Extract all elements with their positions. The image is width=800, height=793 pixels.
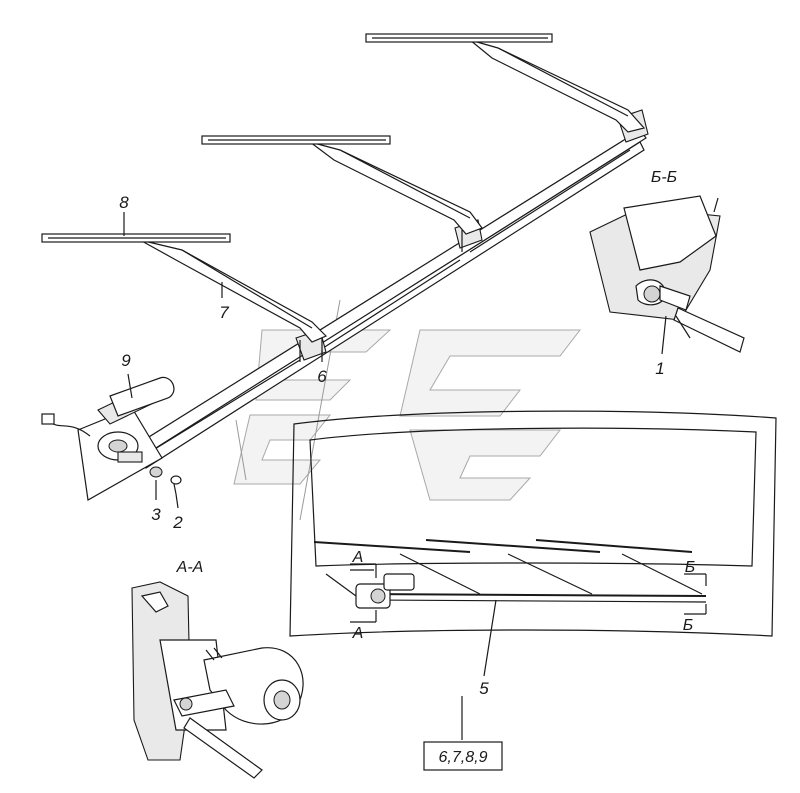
callout-7: 7 [219,303,229,322]
windshield-icon [289,410,777,637]
section-cut-marks [350,563,707,623]
wiper-arm-icon [139,39,646,343]
wiper-blade-icon [41,33,553,243]
callout-1: 1 [655,359,664,378]
watermark-logo-icon [233,299,582,521]
section-label-bb: Б-Б [651,169,677,186]
kit-label: 6,7,8,9 [439,749,488,766]
cut-mark-a-top: А [352,549,364,566]
callout-3: 3 [151,505,161,524]
cut-mark-b-bottom: Б [683,617,693,634]
wiper-motor-icon [41,376,175,501]
section-label-aa: А-А [176,559,204,576]
callout-2: 2 [172,513,183,532]
callout-8: 8 [119,193,129,212]
detail-view-aa [131,581,304,779]
callout-5: 5 [479,679,489,698]
callout-9: 9 [121,351,131,370]
leader-lines [123,212,667,740]
cut-mark-a-bottom: А [352,625,364,642]
detail-view-bb [589,195,745,353]
cut-mark-b-top: Б [685,559,695,576]
fastener-icon [149,466,182,495]
callout-6: 6 [317,367,327,386]
kit-label-box [423,741,503,771]
windshield-wipers-icon [313,539,707,609]
